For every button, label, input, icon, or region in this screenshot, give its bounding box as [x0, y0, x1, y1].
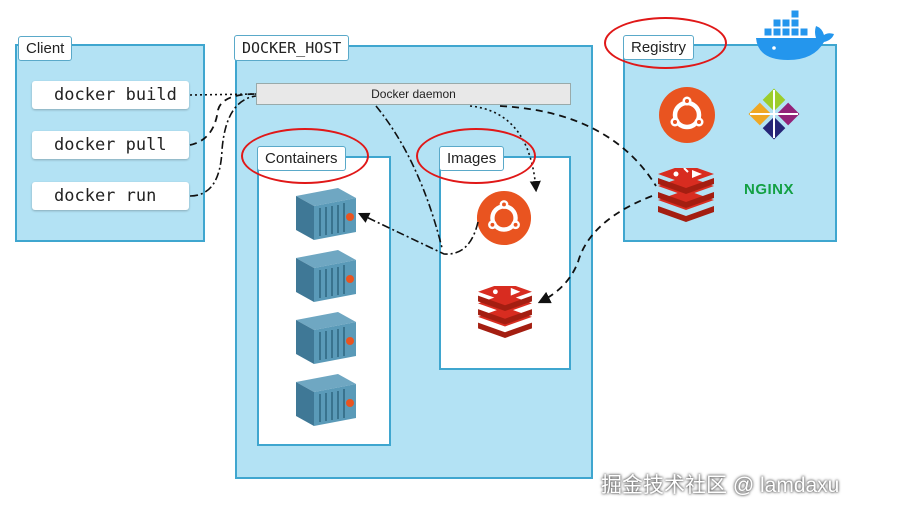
client-label: Client [18, 36, 73, 61]
containers-label: Containers [257, 146, 346, 171]
docker-daemon-bar: Docker daemon [256, 83, 571, 105]
docker-build-command[interactable]: docker build [32, 81, 189, 109]
registry-label: Registry [623, 35, 695, 60]
container-icon [296, 374, 356, 426]
nginx-logo: NGINX [744, 181, 795, 198]
centos-icon [748, 88, 800, 140]
docker-whale-icon [756, 9, 834, 60]
docker-host-label: DOCKER_HOST [234, 35, 350, 61]
redis-icon [658, 168, 714, 222]
redis-image-icon [478, 286, 532, 338]
ubuntu-icon [659, 87, 715, 143]
container-icon [296, 312, 356, 364]
ubuntu-image-icon [476, 190, 532, 246]
container-icon [296, 188, 356, 240]
docker-run-command[interactable]: docker run [32, 182, 189, 210]
images-label: Images [439, 146, 505, 171]
docker-pull-command[interactable]: docker pull [32, 131, 189, 159]
container-icon [296, 250, 356, 302]
watermark: 掘金技术社区 @ lamdaxu [601, 474, 840, 497]
